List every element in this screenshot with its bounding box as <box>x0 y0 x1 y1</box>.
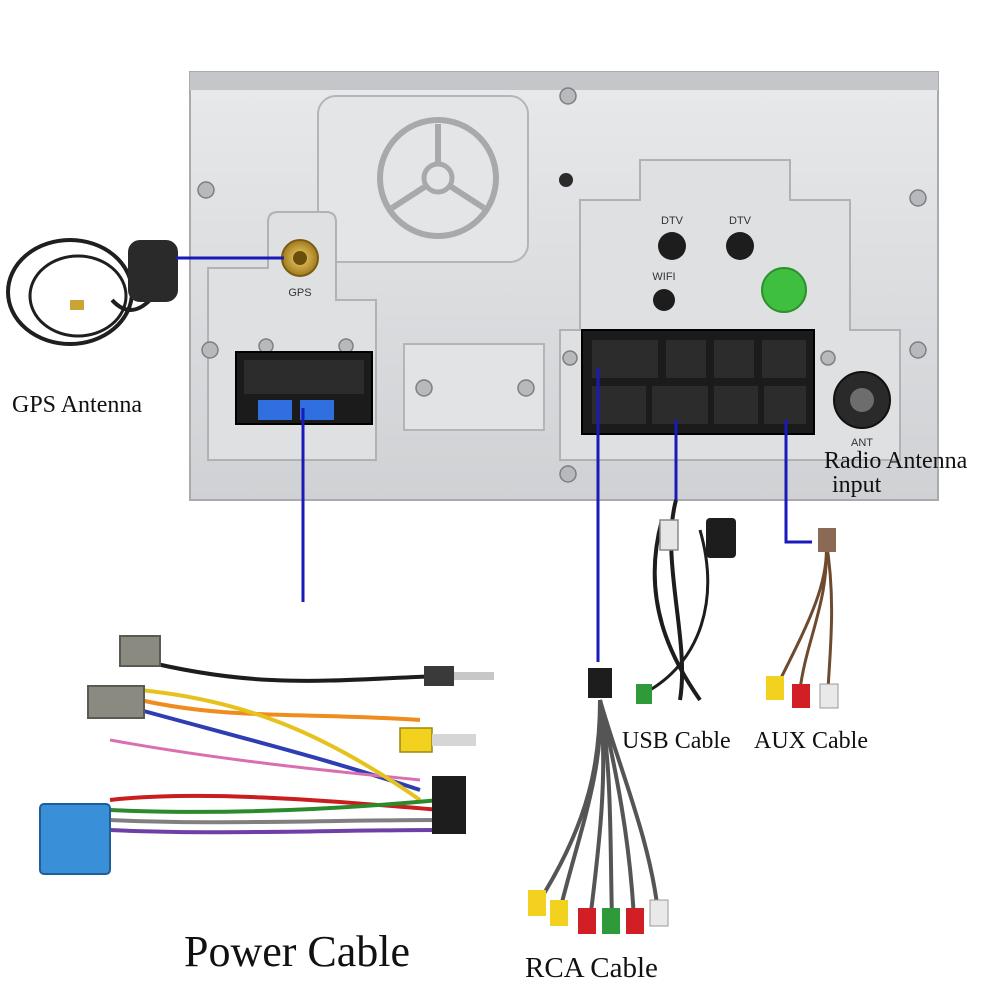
leader-lines <box>176 256 812 662</box>
aux-cable-device <box>766 528 839 709</box>
usb-cable-device <box>636 499 736 704</box>
multi-connector-block <box>581 329 815 435</box>
power-cable-label: Power Cable <box>184 927 411 976</box>
wifi-port <box>653 289 675 311</box>
aux-cable-label: AUX Cable <box>754 728 868 754</box>
gps-antenna-device <box>6 238 178 346</box>
gps-port-connector <box>281 239 319 277</box>
dtv-right-label: DTV <box>729 215 752 227</box>
fan-icon <box>377 117 499 239</box>
gps-port-label: GPS <box>288 287 311 299</box>
radio-antenna-socket <box>833 371 891 429</box>
dtv-left-label: DTV <box>661 215 684 227</box>
rca-cable-label: RCA Cable <box>525 952 658 984</box>
screw-icon <box>197 87 927 483</box>
ant-label: ANT <box>851 437 873 449</box>
wifi-label: WIFI <box>652 271 675 283</box>
usb-cable-label: USB Cable <box>622 728 731 754</box>
leader-line-aux <box>784 420 812 544</box>
power-cable-harness <box>39 635 494 875</box>
head-unit-back-panel: GPS DTV DTV WIFI <box>189 71 939 501</box>
gps-antenna-label: GPS Antenna <box>12 392 143 418</box>
qc-sticker <box>761 267 807 313</box>
radio-antenna-label-line1: Radio Antenna <box>824 448 968 474</box>
dtv-port <box>658 232 754 260</box>
rca-cable-device <box>528 668 669 934</box>
radio-antenna-label-line2: input <box>832 472 882 498</box>
